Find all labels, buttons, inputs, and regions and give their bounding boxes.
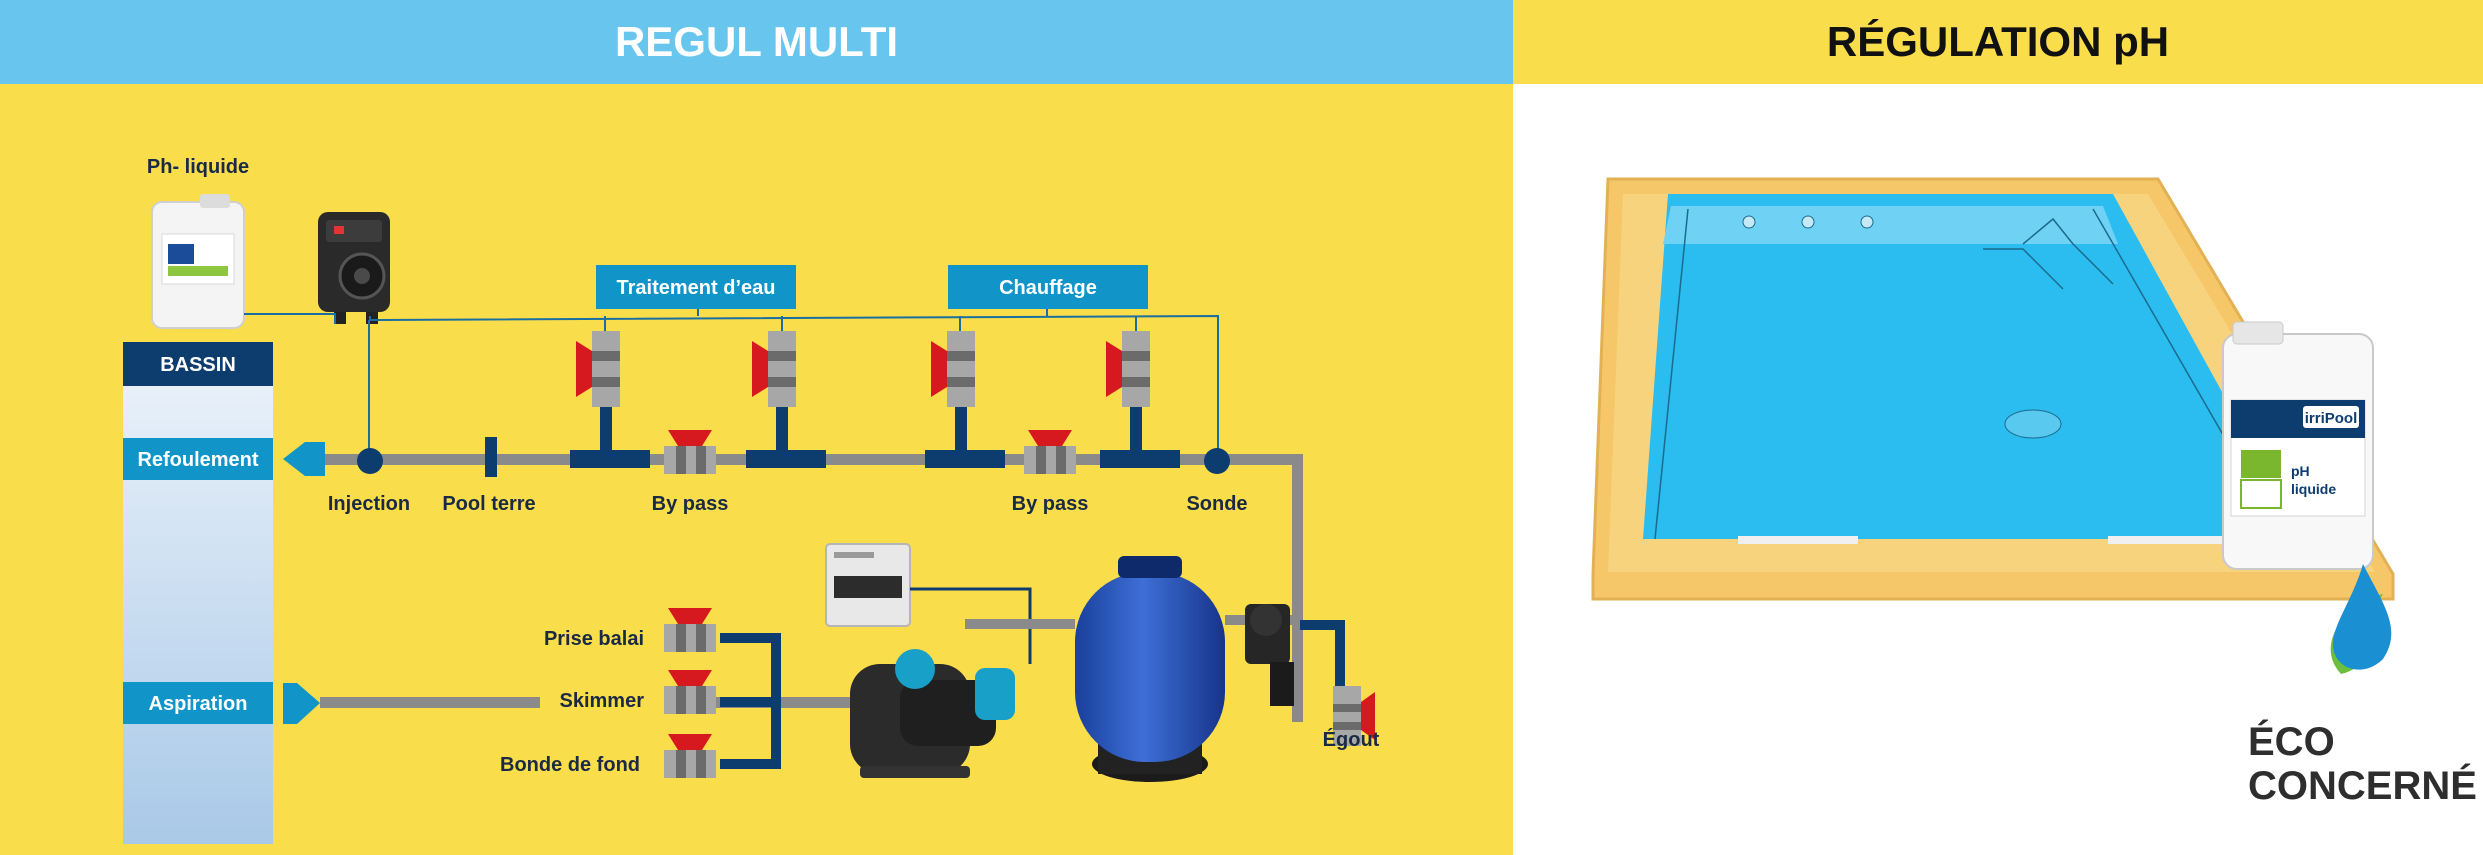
regul-multi-title: REGUL MULTI [614,18,899,65]
pool-water [1643,194,2303,539]
bottom-drain-label: Bonde de fond [500,754,640,776]
canister-brand: irriPool [2305,410,2358,427]
bassin-title-bar [123,342,273,386]
broom-label: Prise balai [544,628,644,650]
logo-line-2: CONCERNÉ [2248,763,2477,808]
return-arrow-icon [283,442,325,476]
bassin: BASSIN Refoulement Aspiration [123,342,273,844]
multiport-valve-icon [1245,604,1294,706]
suction-arrow-icon [283,683,320,724]
heating-tag-label: Chauffage [999,277,1097,299]
aspiration-bar [123,682,273,724]
refoulement-bar [123,438,273,480]
dosing-pump-icon [318,212,390,324]
injection-point [357,448,383,474]
treatment-tag [596,265,796,309]
riser-valves [576,331,1150,407]
drain-label: Égout [1323,728,1380,751]
skimmer-label: Skimmer [560,690,645,712]
bypass-valves [664,430,1076,474]
pool-pump-icon [850,649,1015,778]
logo-line-1: ÉCO [2248,719,2335,764]
ph-liquid-label: Ph- liquide [147,156,249,178]
bassin-title: BASSIN [160,354,236,376]
water-drop-icon [2333,564,2392,670]
pool-wall-top [1663,206,2118,244]
pool-terre-label: Pool terre [442,493,535,515]
eco-concerne-logo: ÉCO CONCERNÉ [2248,564,2477,808]
bypass-label-2: By pass [1012,493,1089,515]
pool-terre-fitting [485,437,497,477]
canister-text-liquid: liquide [2291,481,2336,497]
ph-minus-canister-icon [151,194,245,329]
regulation-ph-header: RÉGULATION pH [1513,0,2483,84]
sand-filter-icon [1075,556,1225,782]
heating-tag [948,265,1148,309]
probe-point [1204,448,1230,474]
regulation-ph-title: RÉGULATION pH [1826,18,2170,65]
suction-pipe [320,633,870,769]
regul-multi-header: REGUL MULTI [0,0,1513,84]
injection-label: Injection [328,493,410,515]
pool-illustration: irriPool pH liquide ÉCO CONCERNÉ [1591,177,2477,808]
bypass-label-1: By pass [652,493,729,515]
suction-valves [664,608,716,778]
chemical-lines [244,309,1219,462]
control-box-icon [825,543,911,627]
installation-diagram: Ph- liquide BASSIN Refoulement Aspiratio… [123,156,1380,844]
aspiration-label: Aspiration [149,693,248,715]
nozzle-icon [1801,215,1815,229]
sonde-label: Sonde [1186,493,1247,515]
installation-diagram-panel: Ph- liquide BASSIN Refoulement Aspiratio… [0,84,1513,855]
refoulement-label: Refoulement [137,449,258,471]
skimmer-icon [2108,536,2228,544]
drain-valve [1333,686,1375,746]
skimmer-icon [1738,536,1858,544]
ph-liquid-canister-icon: irriPool pH liquide [2222,321,2374,570]
treatment-tag-label: Traitement d’eau [617,277,776,299]
ph-regulation-panel: irriPool pH liquide ÉCO CONCERNÉ [1513,84,2483,855]
nozzle-icon [1860,215,1874,229]
nozzle-icon [1742,215,1756,229]
canister-text-ph: pH [2291,463,2310,479]
pool-drain-icon [2004,409,2062,439]
